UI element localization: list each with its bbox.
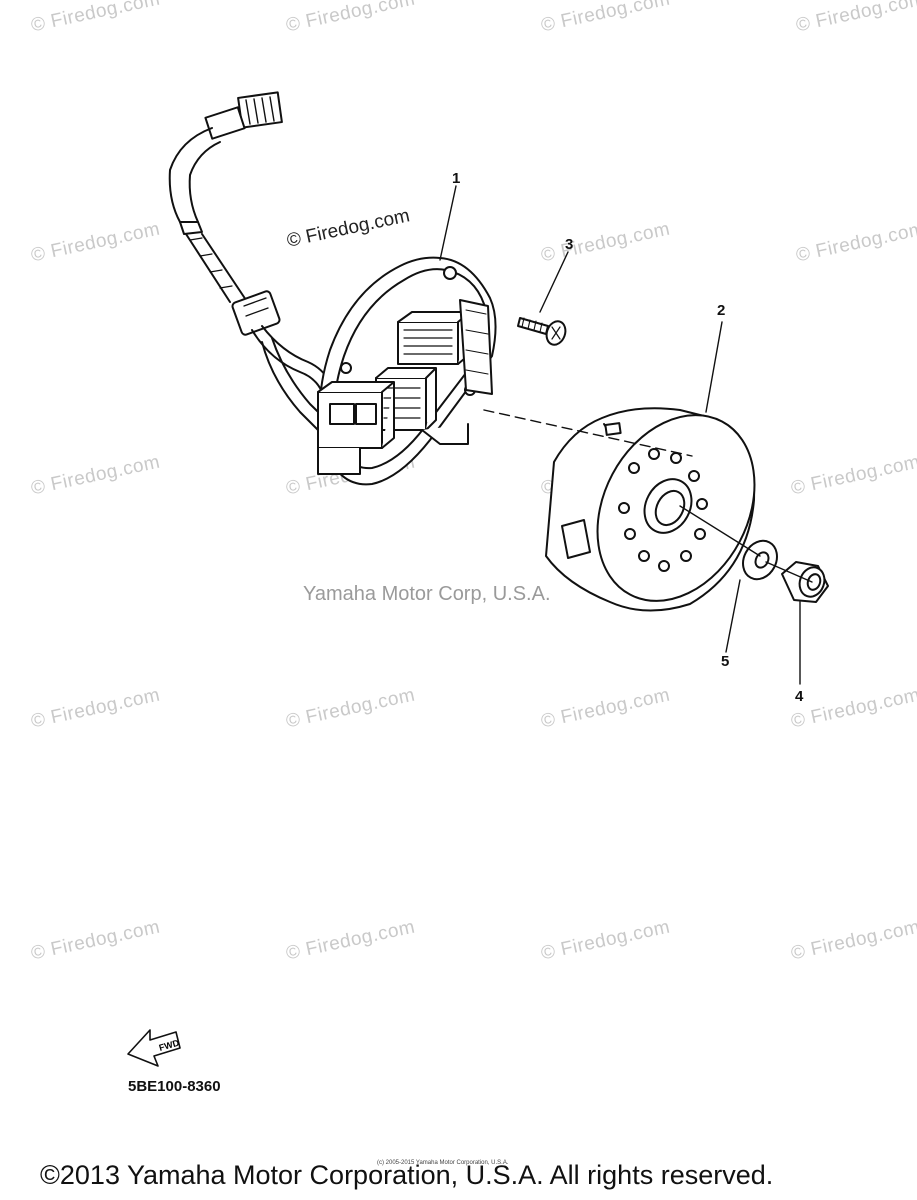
center-watermark: Yamaha Motor Corp, U.S.A. [303, 583, 551, 605]
callout-3: 3 [565, 236, 574, 253]
flywheel-rotor [545, 407, 756, 612]
footer-copyright: ©2013 Yamaha Motor Corporation, U.S.A. A… [40, 1160, 774, 1190]
fwd-arrow-icon [127, 1029, 181, 1067]
stator-assembly [317, 256, 497, 486]
wire-harness [168, 91, 339, 441]
nut [781, 561, 829, 603]
leader-lines [439, 185, 813, 685]
tiny-copyright: (c) 2005-2015 Yamaha Motor Corporation, … [377, 1160, 509, 1166]
screw [517, 317, 567, 346]
callout-5: 5 [721, 653, 730, 670]
part-code: 5BE100-8360 [128, 1078, 221, 1095]
callout-4: 4 [795, 688, 804, 705]
callout-1: 1 [452, 170, 461, 187]
callout-2: 2 [717, 302, 726, 319]
